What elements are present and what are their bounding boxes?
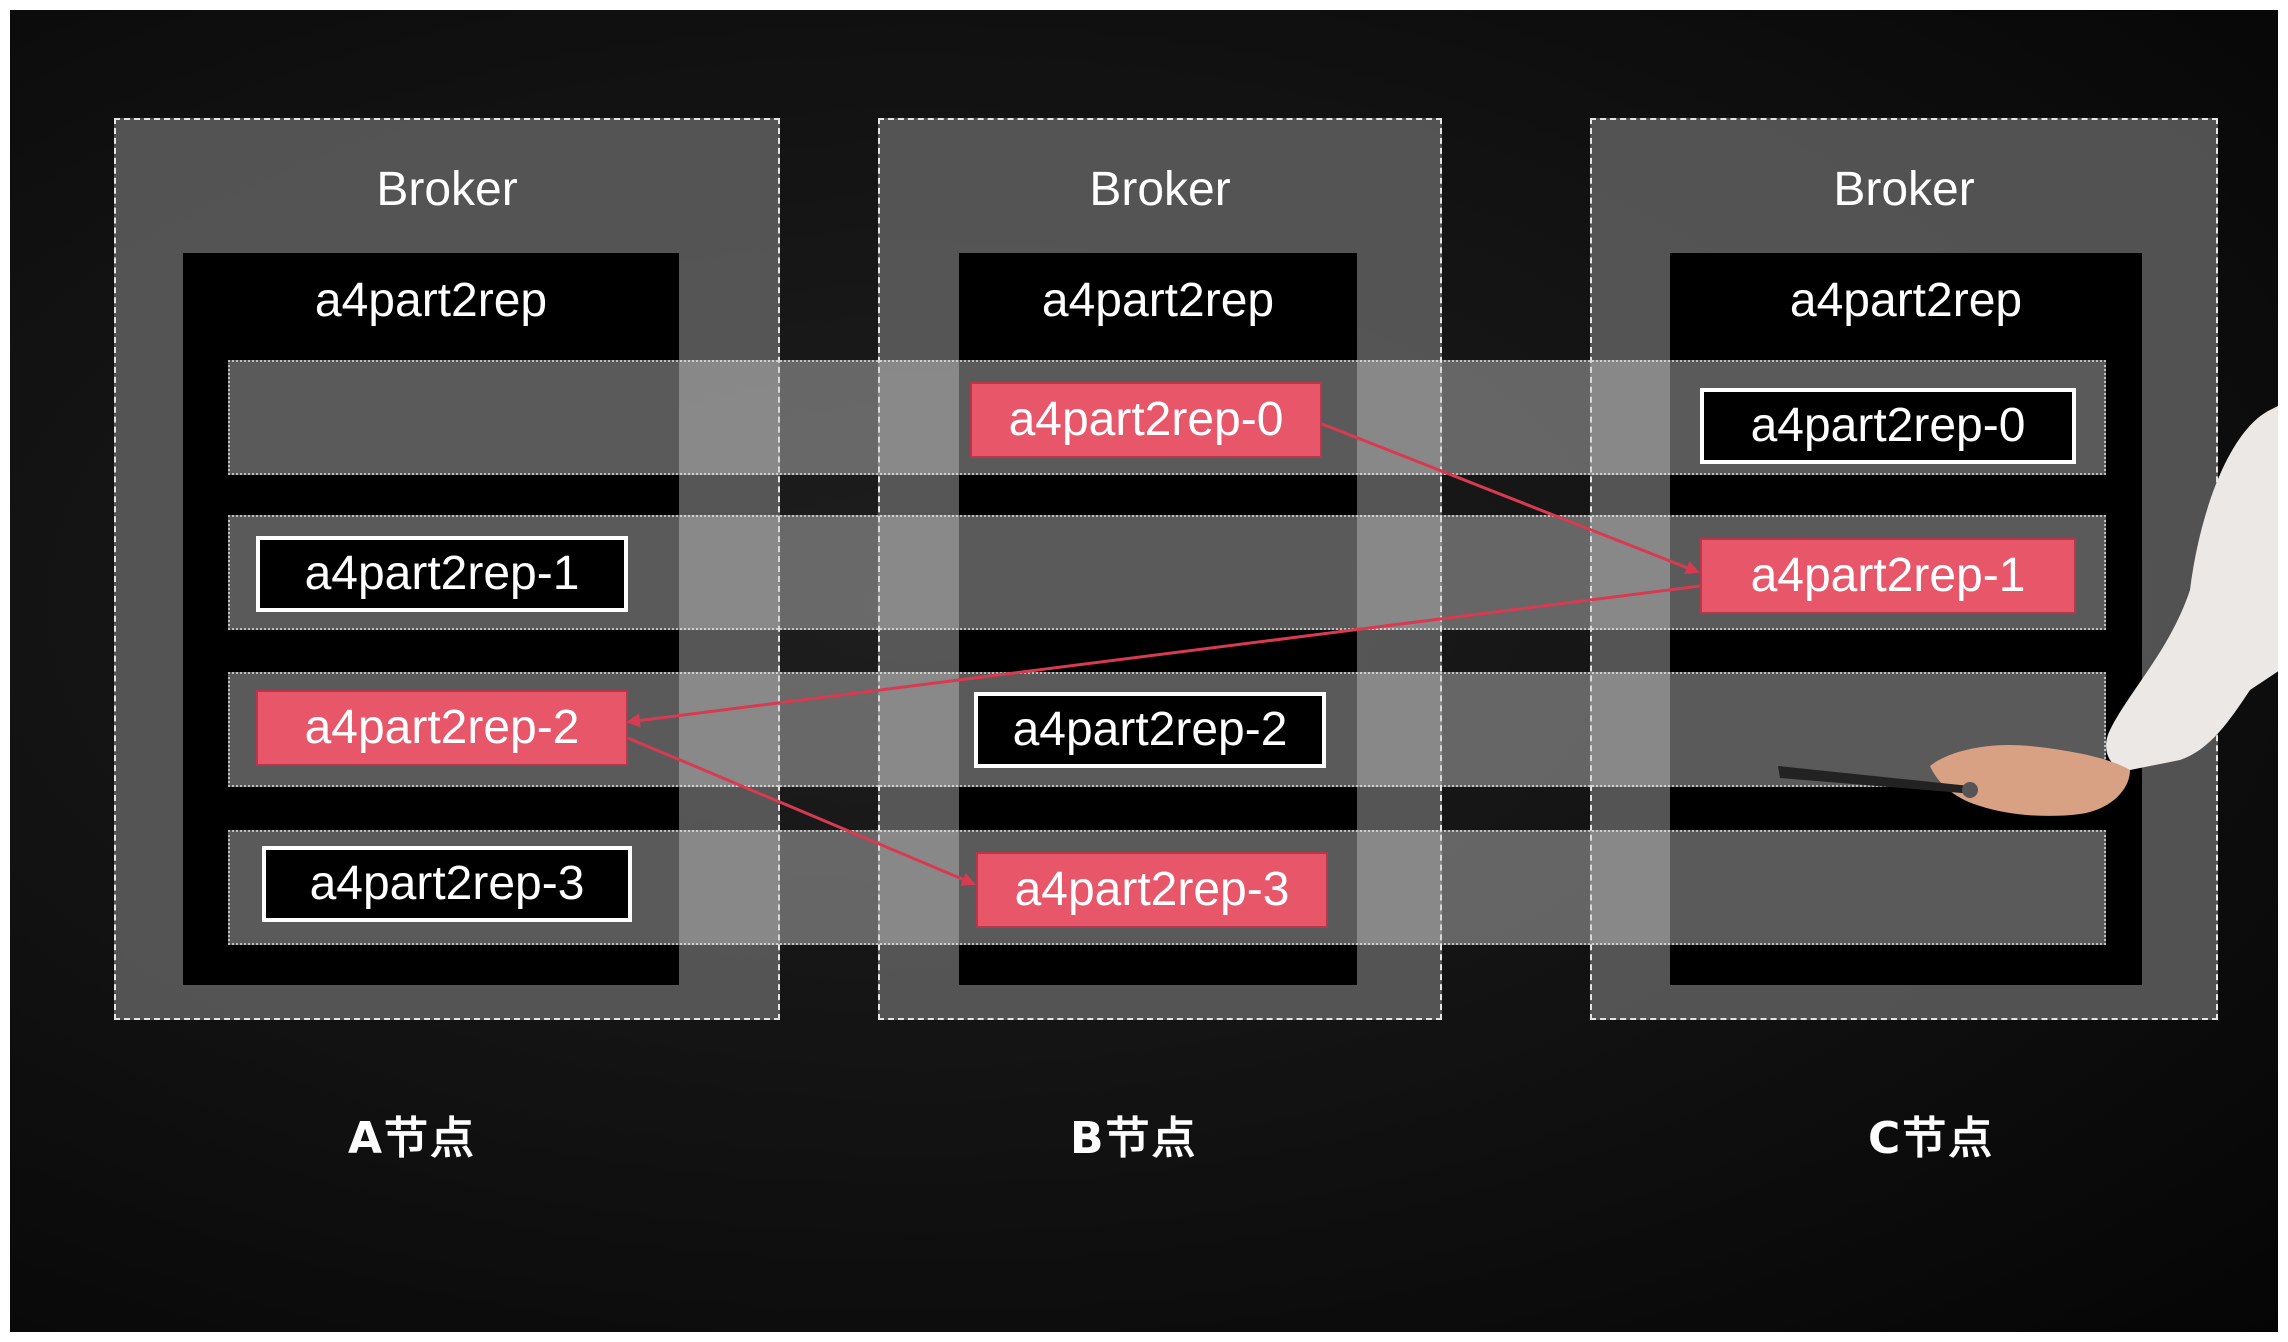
arrow-b0-to-c1: [1321, 422, 1700, 575]
broker-a-title: Broker: [376, 163, 518, 216]
topic-c: a4part2rep: [1670, 253, 2142, 985]
replica-a-3: a4part2rep-3: [262, 846, 632, 922]
topic-b-title: a4part2rep: [1041, 274, 1275, 327]
topic-c-title: a4part2rep: [1789, 274, 2023, 327]
replica-b-0: a4part2rep-0: [970, 382, 1322, 458]
node-label-b: B节点: [1070, 1113, 1198, 1164]
replica-c-0: a4part2rep-0: [1700, 388, 2076, 464]
node-label-a: A节点: [348, 1113, 477, 1164]
broker-c-title: Broker: [1833, 163, 1975, 216]
arrow-a2-to-b3: [627, 736, 976, 886]
replica-c-1: a4part2rep-1: [1700, 538, 2076, 614]
replication-arrows: [626, 422, 1701, 886]
topic-a-title: a4part2rep: [314, 274, 548, 327]
replica-b-2: a4part2rep-2: [974, 692, 1326, 768]
presenter-image: [1778, 406, 2278, 816]
arrow-c1-to-a2: [626, 584, 1701, 728]
slide-canvas: Broker a4part2rep Broker a4part2rep Brok…: [10, 10, 2278, 1332]
replica-a-2: a4part2rep-2: [256, 690, 628, 766]
node-label-c: C节点: [1868, 1113, 1995, 1164]
broker-b-title: Broker: [1089, 163, 1231, 216]
replica-a-1: a4part2rep-1: [256, 536, 628, 612]
replica-b-3: a4part2rep-3: [976, 852, 1328, 928]
